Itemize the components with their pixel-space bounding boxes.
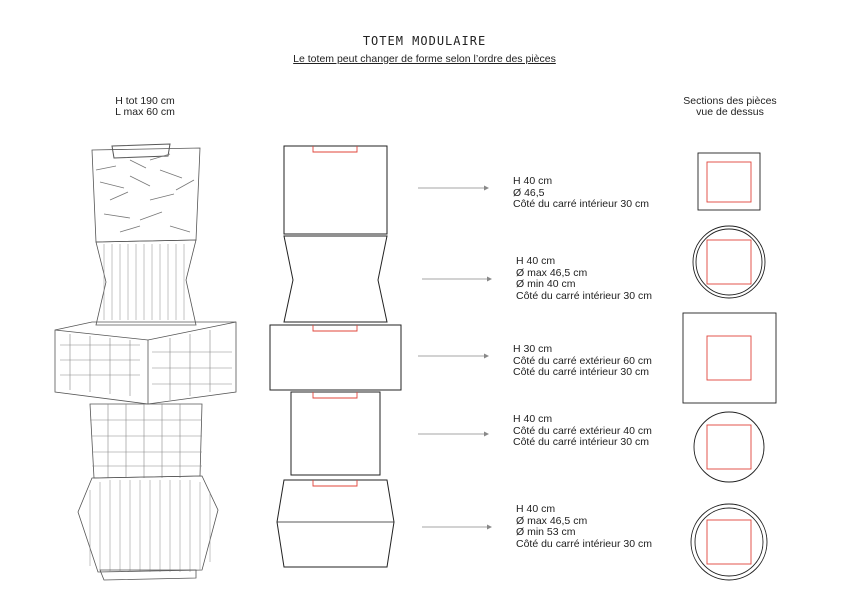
piece-1-inner-square: Côté du carré intérieur 30 cm <box>513 198 649 210</box>
piece-4-specs: H 40 cm Côté du carré extérieur 40 cm Cô… <box>513 413 652 449</box>
piece-4-outer-square: Côté du carré extérieur 40 cm <box>513 424 652 437</box>
piece-5-height: H 40 cm <box>516 503 556 515</box>
sections <box>682 152 777 581</box>
totem-sketch <box>54 143 237 581</box>
piece-1-specs: H 40 cm Ø 46,5 Côté du carré intérieur 3… <box>513 175 649 211</box>
piece-2-specs: H 40 cm Ø max 46,5 cm Ø min 40 cm Côté d… <box>516 255 652 302</box>
sketch-piece-1 <box>91 147 201 243</box>
elevation-piece-2 <box>283 235 388 323</box>
piece-5-diameter-min: Ø min 53 cm <box>516 526 576 538</box>
totem-dimensions: H tot 190 cm L max 60 cm <box>90 96 200 118</box>
sketch-piece-5 <box>77 475 219 573</box>
elevation-piece-3 <box>269 324 402 391</box>
sketch-piece-2 <box>95 239 197 326</box>
totem-elevation <box>269 145 402 568</box>
elevation-piece-1 <box>283 145 388 235</box>
section-5 <box>690 503 768 581</box>
elevation-piece-5 <box>276 479 395 568</box>
piece-5-diameter-max: Ø max 46,5 cm <box>516 514 588 527</box>
section-2 <box>692 225 766 299</box>
page-title: TOTEM MODULAIRE <box>362 34 487 48</box>
piece-3-height: H 30 cm <box>513 343 553 355</box>
piece-2-inner-square: Côté du carré intérieur 30 cm <box>516 289 652 302</box>
piece-2-diameter-min: Ø min 40 cm <box>516 278 576 290</box>
piece-1-height: H 40 cm <box>513 175 553 187</box>
sections-title: Sections des pièces <box>683 95 777 107</box>
page-subtitle: Le totem peut changer de forme selon l’o… <box>0 53 849 65</box>
elevation-piece-4 <box>290 391 381 476</box>
piece-2-height: H 40 cm <box>516 255 556 267</box>
section-1 <box>697 152 761 211</box>
section-4 <box>693 411 765 483</box>
totem-height: H tot 190 cm <box>115 95 175 107</box>
piece-4-inner-square: Côté du carré intérieur 30 cm <box>513 436 649 448</box>
sketch-piece-4 <box>89 403 203 479</box>
sections-subtitle: vue de dessus <box>696 106 764 118</box>
arrows <box>418 185 492 530</box>
piece-5-inner-square: Côté du carré intérieur 30 cm <box>516 537 652 550</box>
sketch-piece-3 <box>54 321 237 405</box>
piece-2-diameter-max: Ø max 46,5 cm <box>516 266 588 279</box>
totem-width: L max 60 cm <box>115 106 175 118</box>
piece-3-specs: H 30 cm Côté du carré extérieur 60 cm Cô… <box>513 343 652 379</box>
piece-5-specs: H 40 cm Ø max 46,5 cm Ø min 53 cm Côté d… <box>516 503 652 550</box>
piece-3-outer-square: Côté du carré extérieur 60 cm <box>513 354 652 367</box>
subtitle-text: Le totem peut changer de forme selon l’o… <box>293 53 556 65</box>
piece-3-inner-square: Côté du carré intérieur 30 cm <box>513 366 649 378</box>
piece-1-diameter: Ø 46,5 <box>513 186 545 199</box>
sections-header: Sections des pièces vue de dessus <box>665 96 795 118</box>
piece-4-height: H 40 cm <box>513 413 553 425</box>
section-3 <box>682 312 777 404</box>
